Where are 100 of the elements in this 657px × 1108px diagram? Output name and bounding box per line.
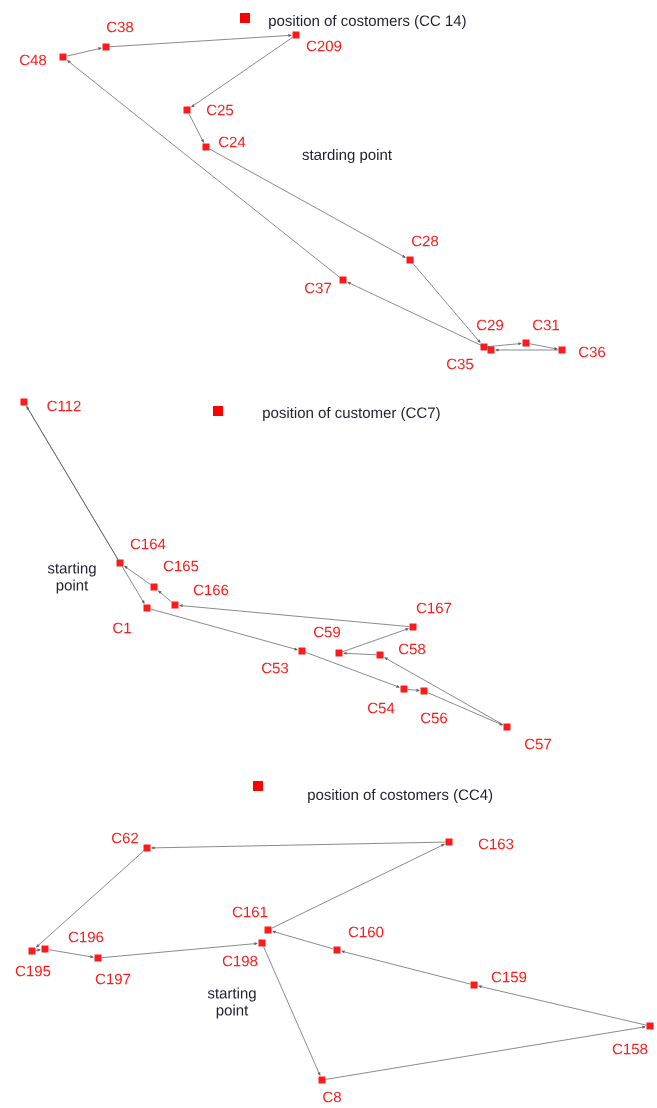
arrow	[101, 942, 258, 958]
arrow	[109, 34, 292, 48]
customer-point: C209	[292, 31, 342, 52]
node-label: C159	[491, 971, 527, 983]
node-label: C56	[421, 712, 448, 724]
customer-point: C1	[113, 604, 151, 634]
arrow	[325, 1025, 646, 1080]
node-label: C29	[477, 319, 504, 331]
node-label: C62	[112, 832, 138, 844]
node-label: C35	[447, 358, 474, 370]
annotation: starting point	[47, 562, 96, 594]
node-label: C8	[323, 1091, 341, 1103]
customer-point: C24	[202, 136, 246, 151]
node-label: C58	[399, 643, 426, 655]
node-label: C24	[219, 136, 246, 148]
node-label: C36	[579, 346, 606, 358]
legend-entry: position of costomers (CC 14)	[240, 13, 466, 29]
node-label: C48	[20, 54, 47, 66]
arrow	[342, 628, 409, 653]
arrow	[343, 652, 377, 656]
arrow	[478, 985, 647, 1026]
customer-point: C54	[368, 685, 408, 714]
arrow	[36, 850, 144, 948]
customer-point: C62	[112, 832, 151, 852]
node-label: C160	[348, 926, 384, 938]
node-label: C165	[163, 560, 199, 572]
customer-point: C57	[503, 723, 551, 750]
arrow	[188, 113, 204, 143]
customer-point: C59	[314, 626, 343, 657]
arrow	[209, 148, 406, 258]
customer-point: C36	[558, 346, 606, 358]
arrow	[263, 946, 321, 1076]
arrow	[67, 60, 340, 278]
customer-point: C28	[406, 235, 439, 264]
node-label: C53	[262, 662, 289, 674]
annotation: starting point	[207, 987, 256, 1019]
node-label: C209	[306, 40, 342, 52]
customer-point: C53	[262, 647, 306, 674]
arrow	[384, 657, 504, 726]
customer-point: C198	[222, 939, 266, 967]
node-label: C37	[305, 282, 331, 294]
node-label: C158	[612, 1043, 648, 1055]
customer-point: C163	[445, 838, 514, 850]
arrow	[347, 281, 488, 349]
node-label: C54	[368, 702, 395, 714]
customer-point: C158	[612, 1022, 654, 1055]
customer-point: C197	[94, 954, 131, 985]
arrow	[150, 608, 298, 651]
arrow	[151, 841, 446, 850]
arrow	[25, 405, 145, 604]
legend-entry: position of costomers (CC4)	[253, 781, 493, 803]
legend-entry: position of customer (CC7)	[213, 406, 440, 421]
customer-point: C25	[183, 104, 234, 116]
customer-point: C48	[20, 53, 67, 66]
node-label: C164	[130, 538, 166, 550]
customer-point: C58	[376, 643, 426, 659]
arrow	[191, 37, 293, 108]
node-label: C31	[533, 319, 560, 331]
node-label: C1	[113, 622, 131, 634]
customer-point: C37	[305, 276, 347, 294]
customer-point: C38	[102, 21, 134, 51]
customer-point: C8	[318, 1076, 341, 1103]
node-label: C57	[525, 738, 552, 750]
node-label: C28	[412, 235, 439, 247]
customer-point: C166	[171, 584, 229, 609]
arrow	[66, 47, 102, 57]
arrow	[427, 692, 503, 726]
node-label: C59	[314, 626, 341, 638]
customer-point: C56	[420, 687, 448, 724]
arrow	[529, 343, 558, 350]
node-label: C195	[15, 965, 51, 977]
node-label: C198	[222, 955, 258, 967]
customer-point: C167	[409, 602, 452, 631]
arrow	[495, 348, 559, 352]
customer-point: C112	[20, 398, 81, 412]
node-label: C167	[416, 602, 452, 614]
node-label: C196	[68, 931, 104, 943]
customer-point: C160	[333, 926, 384, 954]
node-label: C197	[95, 973, 131, 985]
customer-point: C159	[470, 971, 527, 989]
arrow	[179, 604, 410, 627]
node-label: C38	[107, 21, 134, 33]
annotation: starding point	[302, 149, 392, 163]
arrow	[487, 342, 522, 347]
arrow	[158, 590, 172, 603]
arrow	[341, 950, 471, 985]
customer-point: C31	[522, 319, 559, 347]
arrow	[35, 948, 41, 952]
arrow	[407, 688, 420, 692]
arrow	[412, 263, 481, 343]
node-label: C161	[232, 906, 268, 918]
arrow	[124, 565, 151, 585]
arrow	[305, 652, 400, 688]
node-label: C25	[207, 104, 234, 116]
node-label: C166	[193, 584, 229, 596]
arrow	[271, 843, 445, 929]
customer-point: C161	[232, 906, 272, 934]
node-label: C163	[478, 838, 514, 850]
node-label: C112	[47, 400, 81, 412]
arrow	[272, 930, 334, 950]
